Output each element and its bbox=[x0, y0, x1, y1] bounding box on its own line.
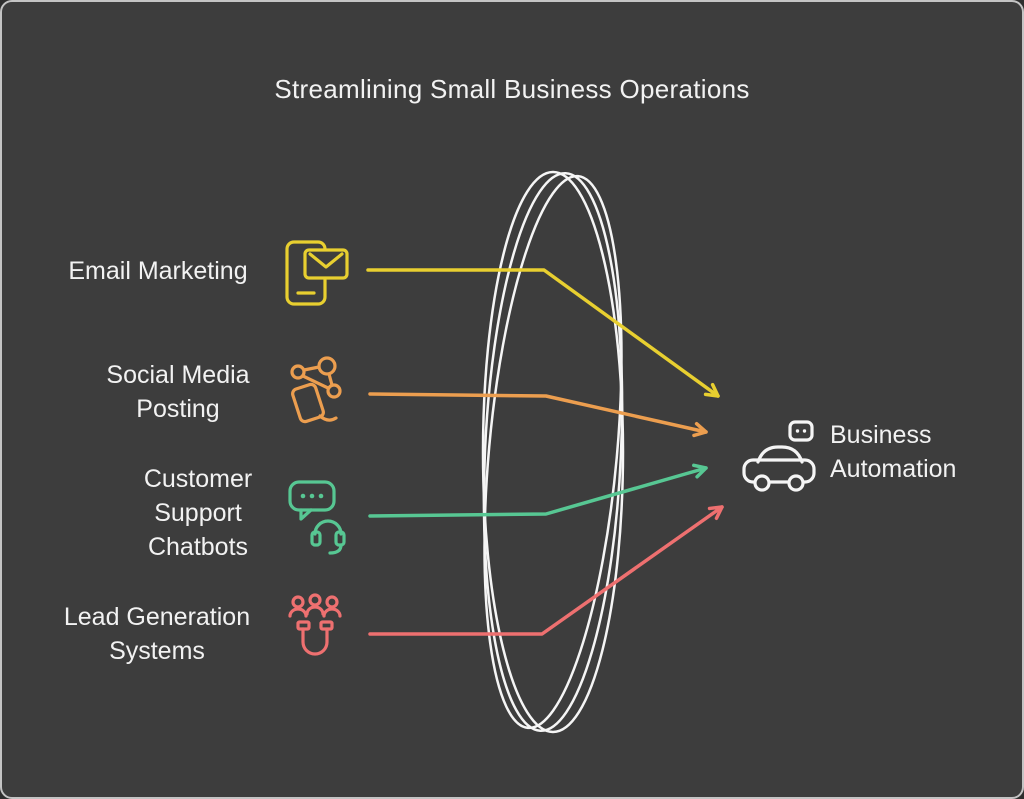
label-social-media-posting: Social Media Posting bbox=[106, 361, 250, 423]
chatbot-headset-icon bbox=[288, 480, 346, 555]
phone-email-icon bbox=[285, 240, 349, 306]
arrow-customer-support bbox=[368, 463, 708, 518]
diagram-title: Streamlining Small Business Operations bbox=[274, 74, 750, 104]
arrow-email-marketing bbox=[366, 268, 720, 398]
funnel-lens bbox=[481, 170, 625, 734]
label-business-automation: Business Automation bbox=[830, 421, 957, 483]
social-network-icon bbox=[290, 356, 342, 424]
label-email-marketing: Email Marketing bbox=[68, 257, 248, 285]
flow-arrows bbox=[366, 268, 724, 636]
label-lead-generation-systems: Lead Generation Systems bbox=[63, 603, 251, 665]
label-customer-support-chatbots: Customer Support Chatbots bbox=[143, 465, 253, 561]
robot-car-icon bbox=[742, 420, 816, 492]
people-magnet-icon bbox=[288, 593, 342, 656]
arrow-social-media bbox=[368, 392, 708, 438]
arrow-lead-generation bbox=[368, 505, 724, 636]
